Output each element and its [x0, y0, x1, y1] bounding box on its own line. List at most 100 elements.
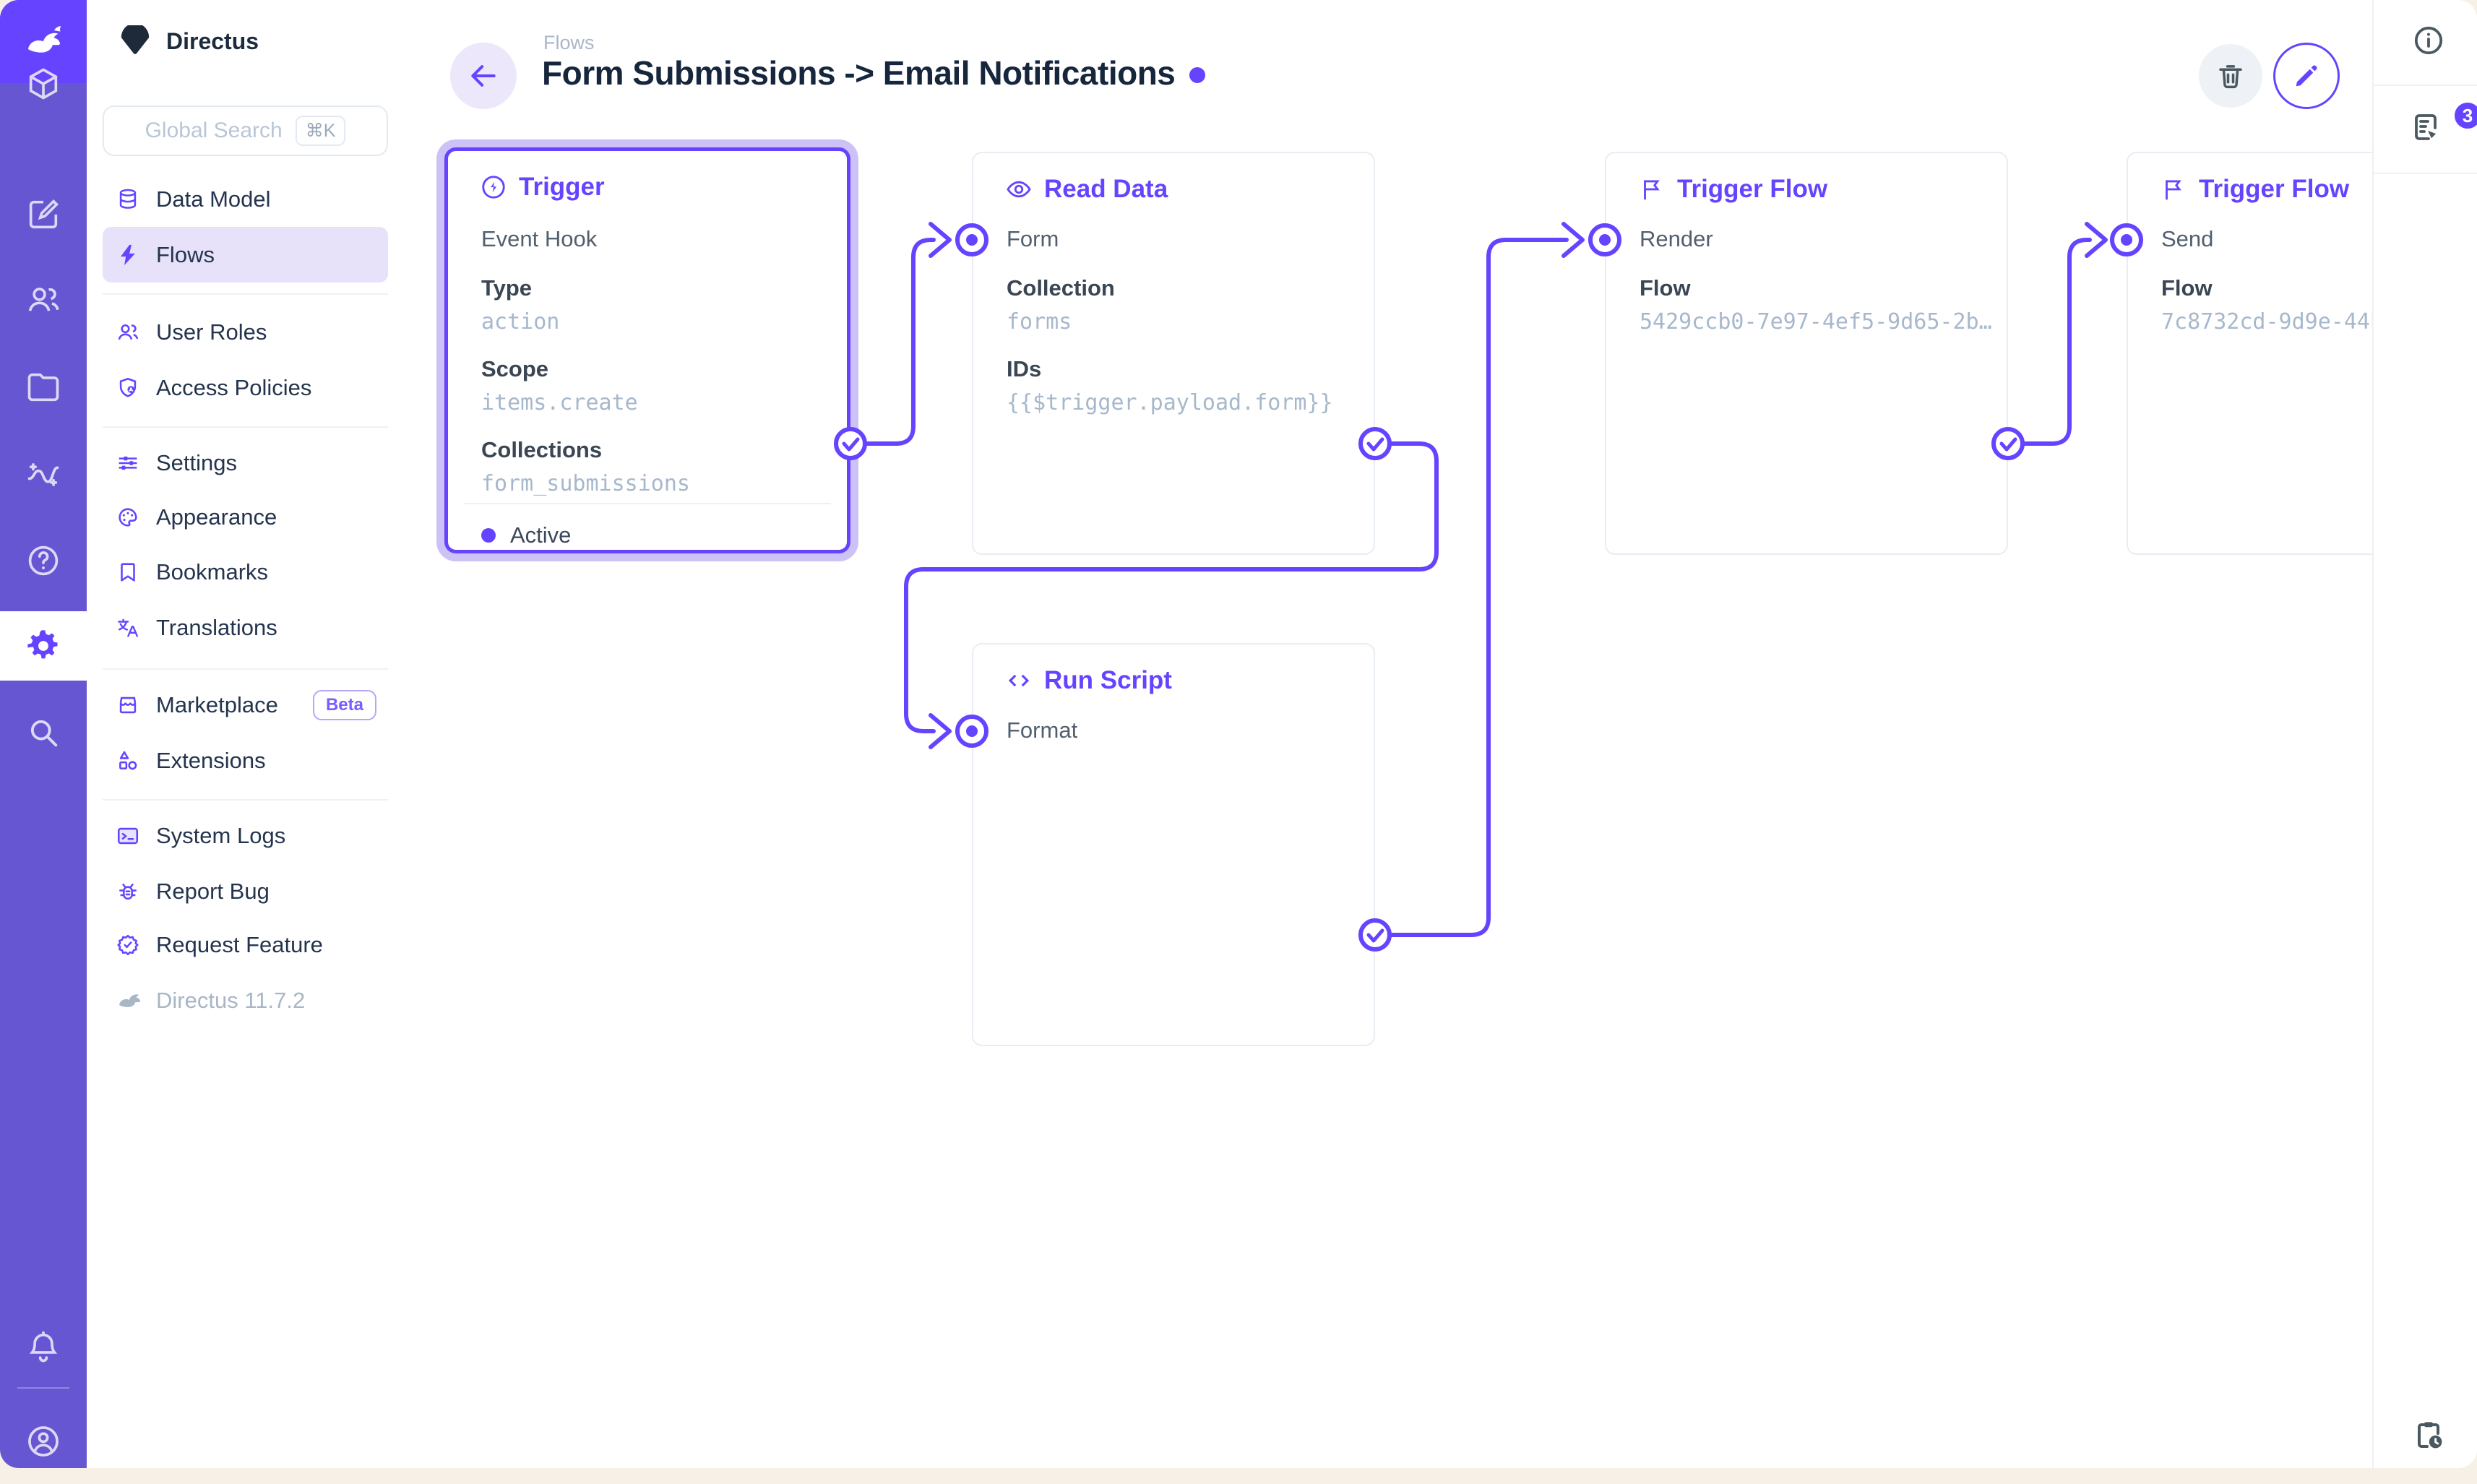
- insights-wave-icon: [27, 463, 59, 487]
- field-value: items.create: [481, 390, 638, 415]
- navigation-sidebar: Directus Global Search ⌘K Data Model Flo…: [87, 0, 395, 1468]
- sidebar-item-translations[interactable]: Translations: [103, 600, 388, 655]
- module-files[interactable]: [0, 348, 87, 427]
- help-circle-icon: [28, 545, 59, 576]
- sidebar-item-settings[interactable]: Settings: [103, 435, 388, 491]
- trash-icon: [2219, 65, 2242, 89]
- flow-canvas[interactable]: Trigger Event Hook Type action Scope ite…: [395, 0, 2372, 1468]
- flow-panel-trigger-flow-send[interactable]: Trigger Flow Send Flow 7c8732cd-9d9e-44b…: [2127, 152, 2372, 555]
- logs-panel-button[interactable]: 3: [2408, 100, 2477, 144]
- sidebar-item-system-logs[interactable]: System Logs: [103, 808, 388, 863]
- users-icon: [118, 324, 139, 340]
- field-label: Collections: [481, 437, 603, 462]
- translate-icon: [118, 618, 138, 637]
- input-label: Send: [2161, 226, 2214, 251]
- active-dot-icon: [481, 528, 496, 543]
- folder-icon: [27, 373, 59, 402]
- breadcrumb[interactable]: Flows: [543, 32, 595, 53]
- sidebar-item-label: Appearance: [156, 504, 277, 530]
- user-avatar[interactable]: [0, 1402, 87, 1468]
- bolt-icon: [121, 244, 135, 265]
- project-header[interactable]: Directus: [87, 0, 395, 83]
- bookmark-icon: [121, 562, 135, 582]
- panel-header: Trigger Flow: [2160, 175, 2349, 204]
- divider: [17, 1387, 69, 1389]
- sidebar-item-access-policies[interactable]: Access Policies: [103, 360, 388, 415]
- unsaved-dot-icon: [1189, 67, 1206, 83]
- sidebar-item-label: System Logs: [156, 822, 286, 848]
- sidebar-item-label: Request Feature: [156, 931, 323, 957]
- sidebar-item-data-model[interactable]: Data Model: [103, 171, 388, 227]
- panel-header: Run Script: [1005, 666, 1172, 695]
- sidebar-item-label: Data Model: [156, 186, 271, 212]
- pending-revisions-button[interactable]: [2411, 1418, 2446, 1452]
- clipboard-clock-icon: [2418, 1422, 2442, 1449]
- flow-panel-run-script[interactable]: Run Script Format: [972, 643, 1375, 1046]
- panel-title: Trigger Flow: [2199, 175, 2350, 203]
- sidebar-version: Directus 11.7.2: [103, 972, 388, 1028]
- module-settings[interactable]: [0, 611, 87, 681]
- rabbit-icon: [119, 993, 140, 1007]
- global-search-input[interactable]: Global Search ⌘K: [103, 105, 388, 156]
- sidebar-item-report-bug[interactable]: Report Bug: [103, 863, 388, 919]
- flow-panel-trigger-flow-render[interactable]: Trigger Flow Render Flow 5429ccb0-7e97-4…: [1605, 152, 2008, 555]
- divider: [103, 293, 388, 295]
- sidebar-item-marketplace[interactable]: Marketplace Beta: [103, 677, 388, 733]
- back-button[interactable]: [450, 43, 517, 109]
- input-label: Form: [1007, 226, 1059, 251]
- field-label: Type: [481, 275, 533, 301]
- user-circle-icon: [28, 1426, 59, 1457]
- module-content[interactable]: [0, 44, 87, 124]
- sidebar-item-label: Flows: [156, 241, 215, 267]
- eye-icon: [1007, 181, 1031, 198]
- edit-square-icon: [29, 199, 59, 229]
- flow-panel-trigger[interactable]: Trigger Event Hook Type action Scope ite…: [444, 147, 850, 553]
- sidebar-item-user-roles[interactable]: User Roles: [103, 304, 388, 360]
- sidebar-item-label: Bookmarks: [156, 558, 269, 584]
- divider: [103, 668, 388, 670]
- field-value: {{$trigger.payload.form}}: [1007, 390, 1333, 415]
- code-icon: [1008, 674, 1030, 687]
- field-value: action: [481, 309, 560, 335]
- module-bar: [0, 0, 87, 1468]
- bolt-circle-icon: [482, 176, 505, 199]
- module-users[interactable]: [0, 260, 87, 340]
- gear-icon: [27, 630, 58, 659]
- divider: [2374, 173, 2477, 174]
- info-button[interactable]: [2411, 23, 2446, 58]
- module-help[interactable]: [0, 521, 87, 600]
- sidebar-item-flows[interactable]: Flows: [103, 227, 388, 282]
- module-visual-editor[interactable]: [0, 175, 87, 254]
- page-title: Form Submissions -> Email Notifications: [542, 54, 1176, 92]
- panel-header: Trigger: [480, 173, 605, 202]
- sidebar-item-appearance[interactable]: Appearance: [103, 489, 388, 545]
- field-value: 7c8732cd-9d9e-44be: [2161, 309, 2372, 335]
- flow-panel-read-data[interactable]: Read Data Form Collection forms IDs {{$t…: [972, 152, 1375, 555]
- sidebar-item-bookmarks[interactable]: Bookmarks: [103, 544, 388, 600]
- field-label: Flow: [2161, 275, 2213, 301]
- sidebar-item-request-feature[interactable]: Request Feature: [103, 917, 388, 972]
- project-name: Directus: [166, 28, 259, 54]
- sidebar-item-label: Report Bug: [156, 878, 270, 904]
- rabbit-logo-icon: [27, 25, 61, 53]
- trigger-type-name: Event Hook: [481, 226, 598, 251]
- sidebar-item-label: User Roles: [156, 319, 267, 345]
- field-label: Scope: [481, 356, 549, 381]
- shapes-icon: [119, 751, 137, 769]
- notifications-button[interactable]: [0, 1308, 87, 1387]
- divider: [2374, 85, 2477, 86]
- edit-flow-button[interactable]: [2273, 43, 2340, 109]
- panel-title: Trigger Flow: [1677, 175, 1828, 203]
- pencil-icon: [2296, 65, 2317, 87]
- seal-check-icon: [117, 934, 139, 955]
- divider: [464, 503, 831, 504]
- module-insights[interactable]: [0, 434, 87, 514]
- module-search[interactable]: [0, 693, 87, 772]
- field-label: IDs: [1007, 356, 1042, 381]
- delete-flow-button[interactable]: [2199, 44, 2262, 108]
- field-label: Flow: [1640, 275, 1691, 301]
- sidebar-item-extensions[interactable]: Extensions: [103, 733, 388, 788]
- palette-icon: [119, 507, 137, 527]
- shield-user-icon: [119, 377, 137, 397]
- sidebar-item-label: Translations: [156, 614, 277, 640]
